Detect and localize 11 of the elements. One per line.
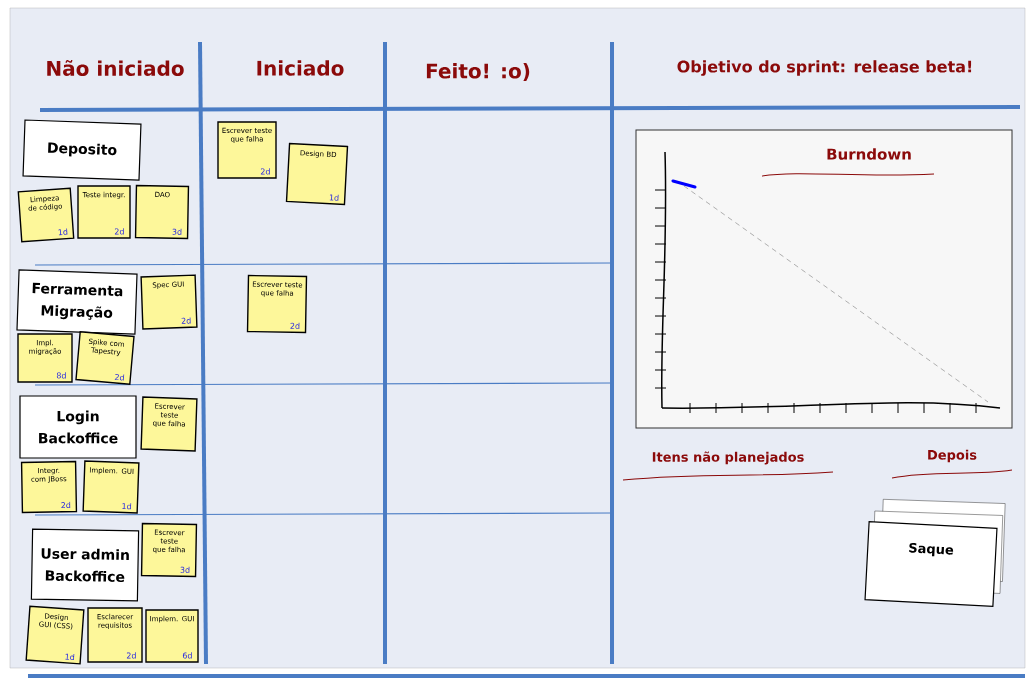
story-card: User admin Backoffice	[30, 528, 140, 602]
column-heading: Não iniciado	[47, 60, 184, 76]
column-heading: Iniciado	[257, 60, 344, 76]
story-card: Deposito	[22, 119, 142, 181]
column-heading: Feito! :o)	[426, 63, 530, 81]
column-heading: Objetivo do sprint: release beta!	[677, 60, 972, 76]
story-card: Login Backoffice	[19, 395, 137, 459]
column-heading: Depois	[928, 449, 977, 463]
column-heading: Itens não planejados	[652, 451, 804, 465]
chart-title: Burndown	[827, 148, 911, 160]
story-card: Ferramenta Migração	[16, 269, 138, 335]
